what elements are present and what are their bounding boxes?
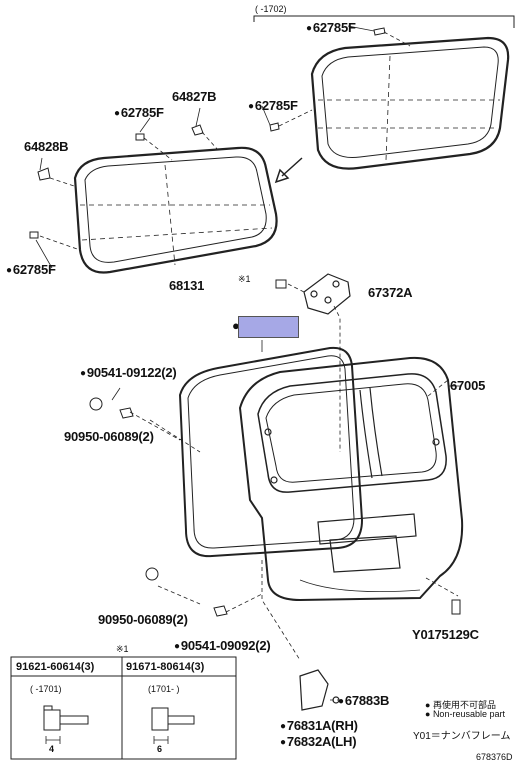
- part-label-76832A: 76832A(LH): [280, 735, 357, 751]
- part-label-Y0175129C: Y0175129C: [412, 627, 479, 642]
- part-label-62785F-right: 62785F: [248, 99, 298, 115]
- rear-window-glass: [73, 146, 278, 274]
- part-label-90950-06089-b: 90950-06089(2): [98, 612, 188, 627]
- door-weatherstrip: [178, 346, 364, 558]
- part-label-62785F-left: 62785F: [114, 106, 164, 122]
- highlight-dot: ●: [232, 318, 240, 333]
- part-label-68131: 68131: [169, 278, 205, 293]
- part-label-90541-09092: 90541-09092(2): [174, 639, 271, 655]
- part-label-67883B: 67883B: [338, 694, 390, 710]
- rear-window-glass-upper: [310, 36, 510, 170]
- highlighted-part-box[interactable]: [238, 316, 299, 338]
- inset-note-mark: ※1: [116, 644, 129, 654]
- back-door-panel: [238, 356, 464, 602]
- part-label-90541-09122: 90541-09122(2): [80, 366, 177, 382]
- inset-col1-range: ( -1701): [30, 684, 62, 694]
- inset-col2-dim: 6: [157, 744, 163, 754]
- inset-col2-part: 91671-80614(3): [126, 661, 205, 673]
- note-mark-1: ※1: [238, 274, 251, 284]
- legend-nonreusable-jp: ● 再使用不可部品: [425, 700, 496, 710]
- legend-y01-note: Y01＝ナンバフレーム: [413, 731, 511, 742]
- part-label-64828B: 64828B: [24, 139, 69, 154]
- range-label-top: ( -1702): [255, 4, 287, 14]
- part-label-62785F-top: 62785F: [306, 21, 356, 37]
- fastener-inset: [10, 656, 237, 760]
- part-label-64827B: 64827B: [172, 89, 217, 104]
- part-label-76831A: 76831A(RH): [280, 719, 358, 735]
- inset-col1-part: 91621-60614(3): [16, 661, 95, 673]
- hinge-assembly: [275, 273, 351, 452]
- inset-col2-range: (1701- ): [148, 684, 180, 694]
- part-label-62785F-bottom: 62785F: [6, 263, 56, 279]
- legend-nonreusable-en: ● Non-reusable part: [425, 709, 505, 719]
- part-label-90950-06089-a: 90950-06089(2): [64, 429, 154, 444]
- part-label-67372A: 67372A: [368, 285, 413, 300]
- inset-col1-dim: 4: [49, 744, 55, 754]
- drawing-number: 678376D: [476, 752, 513, 762]
- part-label-67005: 67005: [450, 378, 486, 393]
